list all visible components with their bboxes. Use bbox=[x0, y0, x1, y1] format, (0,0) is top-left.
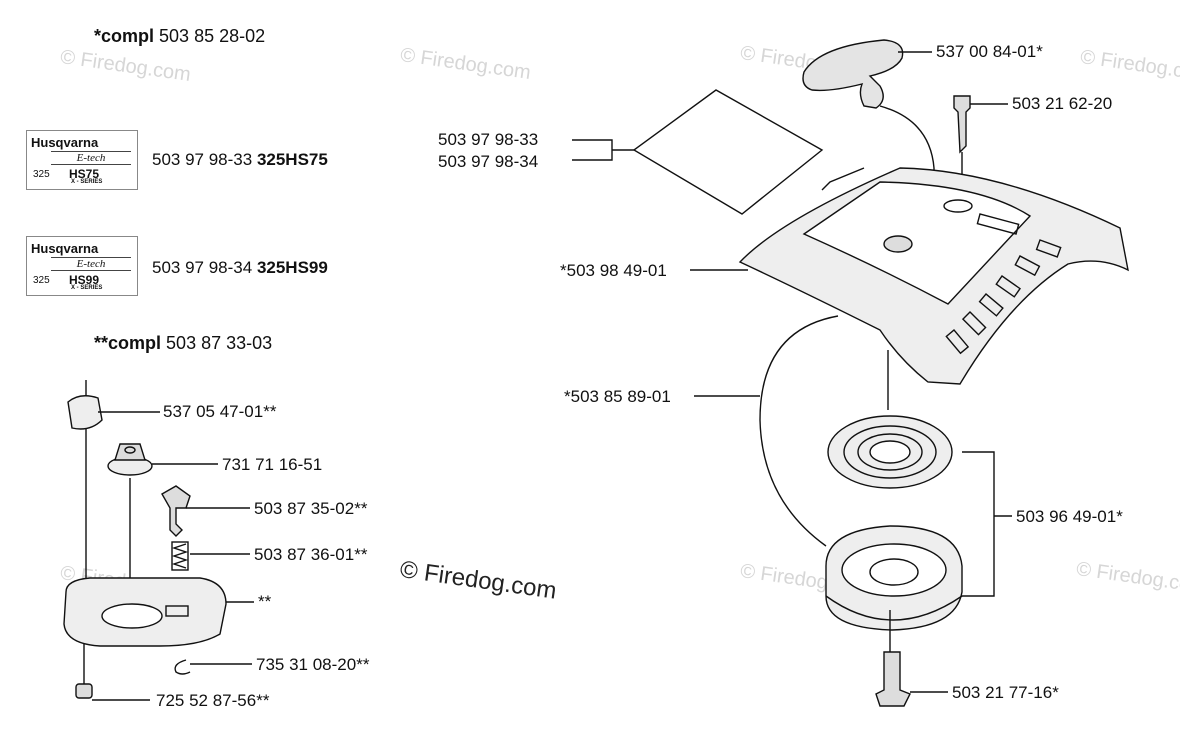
pulley-rim bbox=[825, 595, 963, 621]
compl-prefix: *compl bbox=[94, 26, 155, 46]
compl-number: 503 87 33-03 bbox=[166, 333, 273, 353]
cover-knob bbox=[883, 235, 913, 253]
lever-part bbox=[161, 485, 191, 537]
pulley-center bbox=[869, 558, 919, 586]
part-number: 503 97 98-34 bbox=[152, 258, 253, 277]
decal-series: X - SERIES bbox=[71, 179, 103, 185]
flange-nut-hex bbox=[114, 443, 146, 461]
compl-number: 503 85 28-02 bbox=[159, 26, 266, 46]
model-name: 325HS75 bbox=[256, 150, 328, 169]
decal-model: 325 bbox=[33, 169, 50, 180]
part-label-cover: *503 98 49-01 bbox=[560, 261, 667, 280]
screw-top bbox=[953, 95, 971, 154]
leader-bracket bbox=[962, 451, 1012, 597]
part-label-screw-top: 503 21 62-20 bbox=[1012, 94, 1113, 113]
part-label-spring: 503 87 36-01** bbox=[254, 545, 368, 564]
leader-bracket bbox=[604, 139, 634, 161]
decal-sheet bbox=[632, 89, 824, 215]
spring-body bbox=[171, 541, 189, 571]
decal-325hs99: Husqvarna E-tech 325 HS99 X - SERIES bbox=[26, 236, 138, 296]
decal-code: HS99 bbox=[69, 273, 100, 287]
husqvarna-logo-text: Husqvarna bbox=[31, 135, 99, 150]
part-label-bolt: 725 52 87-56** bbox=[156, 691, 270, 710]
rope-upper bbox=[879, 105, 935, 200]
spring-part bbox=[171, 543, 189, 569]
part-label-decal-a: 503 97 98-33 bbox=[438, 130, 539, 149]
starter-rope bbox=[759, 315, 839, 547]
part-label-clip: 735 31 08-20** bbox=[256, 655, 370, 674]
recoil-spring-center bbox=[869, 440, 911, 464]
cover-panel bbox=[802, 181, 1032, 305]
recoil-spring-coil bbox=[857, 433, 923, 471]
decal-label-1: 503 97 98-33 325HS75 bbox=[152, 150, 328, 170]
starter-handle bbox=[802, 39, 904, 109]
compl-header-2: **compl 503 87 33-03 bbox=[94, 333, 272, 354]
etech-text: E-tech bbox=[51, 257, 131, 271]
part-label-handle: 537 00 84-01* bbox=[936, 42, 1043, 61]
cover-tab bbox=[821, 167, 865, 191]
decal-label-2: 503 97 98-34 325HS99 bbox=[152, 258, 328, 278]
part-label-cap: 537 05 47-01** bbox=[163, 402, 277, 421]
pulley-hub bbox=[841, 543, 947, 597]
model-name: 325HS99 bbox=[256, 258, 328, 277]
part-label-decal-b: 503 97 98-34 bbox=[438, 152, 539, 171]
decal-model: 325 bbox=[33, 275, 50, 286]
bolt-head bbox=[75, 683, 93, 699]
part-label-base: ** bbox=[258, 592, 272, 611]
rope-hole bbox=[943, 199, 973, 213]
part-label-rope: *503 85 89-01 bbox=[564, 387, 671, 406]
part-label-screw-bottom: 503 21 77-16* bbox=[952, 683, 1059, 702]
nut-hole bbox=[124, 446, 136, 454]
cover-vents bbox=[945, 213, 1062, 355]
screw-bottom bbox=[875, 651, 911, 707]
part-label-lever: 503 87 35-02** bbox=[254, 499, 368, 518]
etech-text: E-tech bbox=[51, 151, 131, 165]
part-number: 503 97 98-33 bbox=[152, 150, 253, 169]
base-plate-hole bbox=[101, 603, 163, 629]
compl-prefix: **compl bbox=[94, 333, 162, 353]
cap-part bbox=[67, 395, 103, 430]
decal-code: HS75 bbox=[69, 167, 100, 181]
base-slot bbox=[165, 605, 189, 617]
clip-part bbox=[174, 659, 191, 675]
part-label-nut: 731 71 16-51 bbox=[222, 455, 323, 474]
compl-header-1: *compl 503 85 28-02 bbox=[94, 26, 265, 47]
decal-325hs75: Husqvarna E-tech 325 HS75 X - SERIES bbox=[26, 130, 138, 190]
decal-series: X - SERIES bbox=[71, 285, 103, 291]
part-label-pulley: 503 96 49-01* bbox=[1016, 507, 1123, 526]
recoil-spring-coil bbox=[843, 425, 937, 479]
husqvarna-logo-text: Husqvarna bbox=[31, 241, 99, 256]
